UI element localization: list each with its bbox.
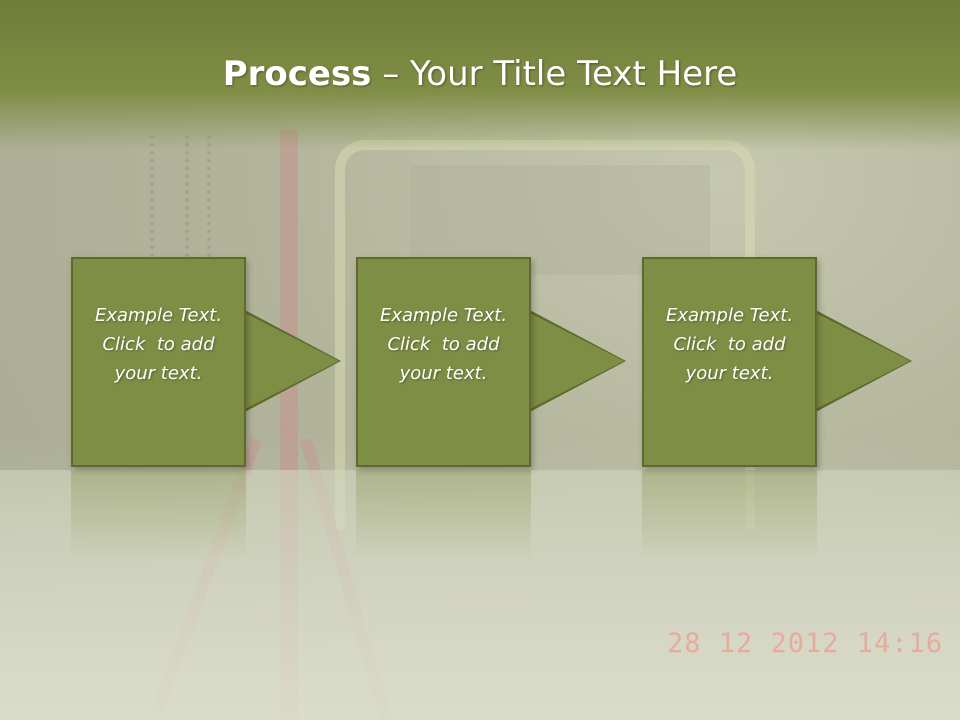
title-bold: Process	[222, 54, 372, 94]
photo-timestamp: 28 12 2012 14:16	[667, 628, 944, 659]
step-text-line: Click to add	[673, 333, 786, 355]
process-step-3[interactable]: Example Text. Click to add your text.	[642, 257, 912, 467]
step-text-line: Click to add	[102, 333, 215, 355]
step-text[interactable]: Example Text. Click to add your text.	[84, 301, 234, 388]
title-rest: – Your Title Text Here	[371, 54, 738, 94]
step-text-line: your text.	[114, 362, 203, 384]
title-band	[0, 0, 960, 150]
step-text-line: your text.	[399, 362, 488, 384]
step-text-line: Example Text.	[379, 304, 508, 326]
step-text-line: your text.	[685, 362, 774, 384]
step-text-line: Example Text.	[94, 304, 223, 326]
step-reflection	[642, 470, 817, 560]
step-box[interactable]: Example Text. Click to add your text.	[642, 257, 817, 467]
step-text[interactable]: Example Text. Click to add your text.	[369, 301, 519, 388]
step-reflection	[71, 470, 246, 560]
slide-title[interactable]: Process – Your Title Text Here	[0, 52, 960, 96]
process-step-2[interactable]: Example Text. Click to add your text.	[356, 257, 626, 467]
step-text-line: Example Text.	[665, 304, 794, 326]
step-box[interactable]: Example Text. Click to add your text.	[356, 257, 531, 467]
step-text[interactable]: Example Text. Click to add your text.	[655, 301, 805, 388]
floor-fade	[0, 470, 960, 720]
step-reflection	[356, 470, 531, 560]
process-step-1[interactable]: Example Text. Click to add your text.	[71, 257, 341, 467]
step-box[interactable]: Example Text. Click to add your text.	[71, 257, 246, 467]
step-text-line: Click to add	[387, 333, 500, 355]
